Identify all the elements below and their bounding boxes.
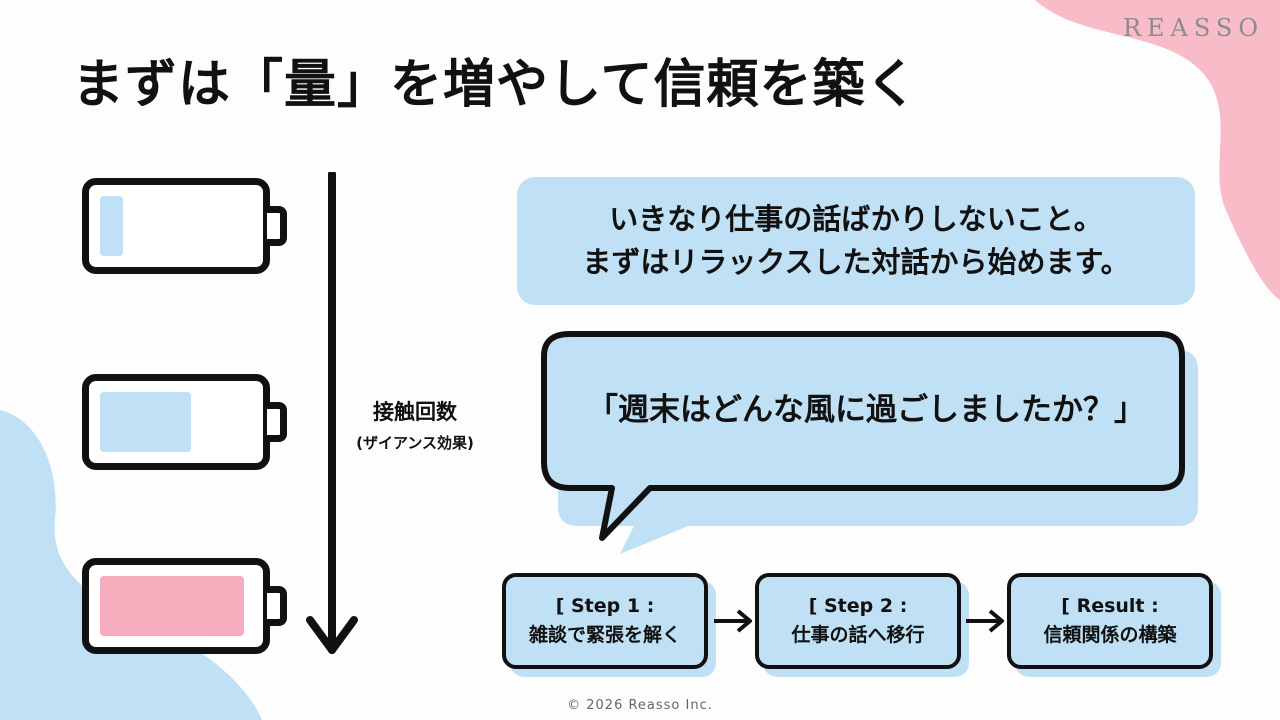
- info-line-1: いきなり仕事の話ばかりしないこと。: [609, 201, 1103, 236]
- brand-logo: REASSO: [1122, 14, 1264, 42]
- step-result-body: 信頼関係の構築: [1043, 624, 1177, 646]
- step-2-head: [ Step 2 :: [808, 594, 908, 617]
- step-2-body: 仕事の話へ移行: [791, 624, 925, 646]
- battery-low: [82, 178, 292, 274]
- zajonc-effect-label: (ザイアンス効果): [356, 434, 474, 452]
- page-title: まずは「量」を増やして信頼を築く: [72, 55, 919, 115]
- battery-full-fill: [100, 576, 244, 636]
- pink-blob-top-right: [1035, 0, 1280, 300]
- battery-terminal: [267, 206, 287, 246]
- down-arrow-icon: [306, 172, 358, 654]
- step-result-head: [ Result :: [1061, 594, 1159, 617]
- arrow-label: 接触回数 (ザイアンス効果): [340, 396, 490, 453]
- blue-blob-bottom-left: [0, 410, 262, 720]
- speech-bubble-text: 「週末はどんな風に過ごしましたか？」: [587, 392, 1145, 428]
- copyright: © 2026 Reasso Inc.: [567, 698, 713, 713]
- right-arrow-icon: [966, 609, 1004, 633]
- contact-count-label: 接触回数: [373, 400, 457, 424]
- step-result: [ Result : 信頼関係の構築: [1007, 573, 1221, 677]
- speech-bubble: [541, 331, 1198, 554]
- info-box: いきなり仕事の話ばかりしないこと。 まずはリラックスした対話から始めます。: [517, 177, 1195, 305]
- battery-medium: [82, 374, 292, 470]
- battery-terminal: [267, 402, 287, 442]
- step-2: [ Step 2 : 仕事の話へ移行: [755, 573, 969, 677]
- info-line-2: まずはリラックスした対話から始めます。: [582, 245, 1130, 279]
- battery-terminal: [267, 586, 287, 626]
- battery-full: [82, 558, 292, 654]
- step-1: [ Step 1 : 雑談で緊張を解く: [502, 573, 716, 677]
- step-1-head: [ Step 1 :: [555, 594, 655, 617]
- step-1-body: 雑談で緊張を解く: [528, 624, 681, 646]
- battery-medium-fill: [100, 392, 191, 452]
- right-arrow-icon: [714, 609, 752, 633]
- battery-low-fill: [100, 196, 123, 256]
